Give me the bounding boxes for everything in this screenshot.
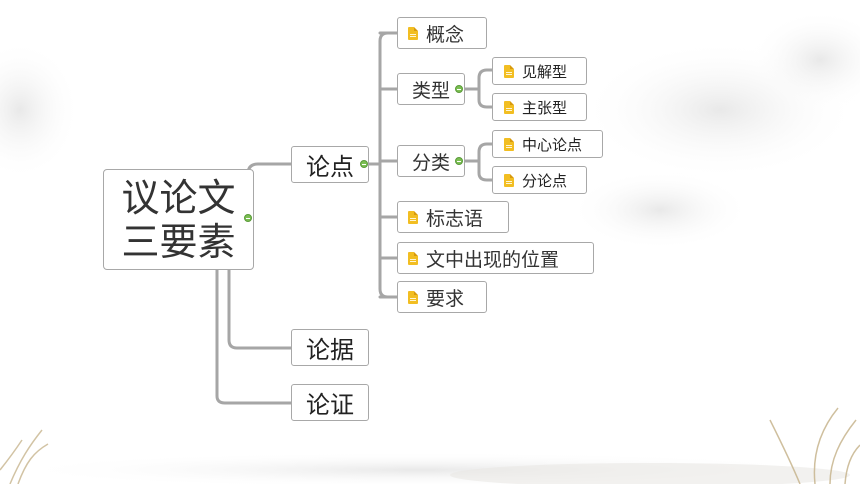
root-node[interactable]: 议论文 三要素: [103, 169, 254, 270]
subtopic-jianjie[interactable]: 见解型: [492, 57, 587, 85]
subtopic-label: 中心论点: [522, 135, 583, 154]
topic-label: 分类: [411, 151, 450, 174]
document-icon: [408, 26, 418, 40]
topic-label: 文中出现的位置: [426, 248, 560, 271]
document-icon: [408, 210, 418, 224]
subtopic-fenlundian[interactable]: 分论点: [492, 166, 587, 194]
branch-lunzheng[interactable]: 论证: [291, 384, 369, 421]
topic-weizhi[interactable]: 文中出现的位置: [397, 242, 594, 274]
branch-label: 论点: [306, 153, 354, 181]
document-icon: [408, 251, 418, 265]
topic-label: 类型: [411, 79, 450, 102]
subtopic-label: 分论点: [522, 171, 568, 190]
topic-leixing[interactable]: 类型: [397, 73, 465, 105]
subtopic-zhongxin[interactable]: 中心论点: [492, 130, 603, 158]
branch-label: 论据: [306, 336, 354, 364]
document-icon: [408, 290, 418, 304]
document-icon: [504, 100, 514, 114]
topic-biaozhiyu[interactable]: 标志语: [397, 201, 509, 233]
collapse-dot-icon[interactable]: [244, 214, 252, 222]
subtopic-label: 见解型: [522, 62, 568, 81]
reeds-left: [0, 429, 49, 484]
branch-lundian[interactable]: 论点: [291, 146, 369, 183]
root-title-line2: 三要素: [121, 219, 236, 264]
topic-gainian[interactable]: 概念: [397, 17, 487, 49]
topic-label: 标志语: [426, 207, 484, 230]
topic-label: 概念: [426, 23, 465, 46]
document-icon: [504, 64, 514, 78]
root-title-line1: 议论文: [121, 175, 236, 220]
branch-label: 论证: [306, 391, 354, 419]
subtopic-label: 主张型: [522, 98, 568, 117]
collapse-dot-icon[interactable]: [455, 157, 463, 165]
branch-lunju[interactable]: 论据: [291, 329, 369, 366]
document-icon: [504, 173, 514, 187]
document-icon: [504, 137, 514, 151]
topic-yaoqiu[interactable]: 要求: [397, 281, 487, 313]
reeds-right: [769, 407, 860, 484]
topic-label: 要求: [426, 287, 465, 310]
collapse-dot-icon[interactable]: [455, 85, 463, 93]
subtopic-zhuzhang[interactable]: 主张型: [492, 93, 587, 121]
collapse-dot-icon[interactable]: [360, 160, 368, 168]
topic-fenlei[interactable]: 分类: [397, 145, 465, 177]
